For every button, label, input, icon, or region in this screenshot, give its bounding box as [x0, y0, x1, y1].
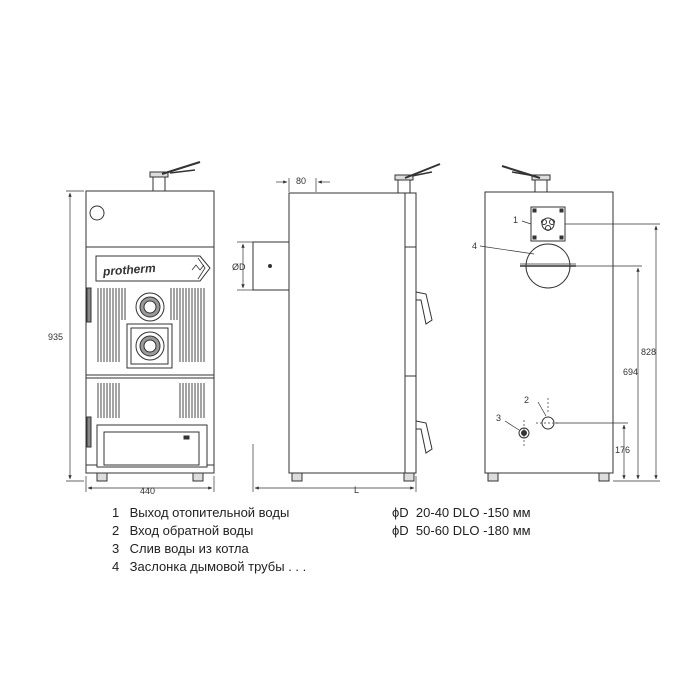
legend-item-text: Выход отопительной воды: [129, 505, 290, 520]
flue-size-symbol: ϕD: [392, 505, 409, 520]
flue-pipe: [252, 241, 290, 291]
legend-connections: 1 Выход отопительной воды 2 Вход обратно…: [112, 504, 306, 576]
front-view: [85, 161, 215, 482]
upper-door-handle: [86, 287, 92, 323]
legend-item-number: 4: [112, 559, 120, 574]
upper-right-vents: [170, 288, 205, 362]
legend-item: 3 Слив воды из котла: [112, 540, 306, 558]
legend-item: 2 Вход обратной воды: [112, 522, 306, 540]
lower-left-vents: [97, 383, 120, 418]
side-lower-handle: [415, 420, 433, 454]
callout-3: 3: [496, 413, 501, 423]
flue-size-text: 50-60 DLO -180 мм: [415, 523, 531, 538]
callout-2: 2: [524, 395, 529, 405]
depth-dimension-label: L: [354, 485, 359, 495]
legend-item: 4 Заслонка дымовой трубы . . .: [112, 558, 306, 576]
side-upper-handle: [415, 291, 433, 325]
return-height-label: 694: [623, 367, 638, 377]
flue-size-symbol: ϕD: [392, 523, 409, 538]
side-body: [288, 192, 417, 474]
flue-size-item: ϕD 50-60 DLO -180 мм: [392, 522, 531, 540]
rear-top-handle: [501, 165, 551, 194]
width-dimension-label: 440: [140, 486, 155, 496]
ash-pan-drawer: [96, 424, 208, 468]
lower-door-handle: [86, 416, 92, 448]
flue-offset-label: 80: [296, 176, 306, 186]
side-view: [252, 163, 441, 482]
legend-item-number: 2: [112, 523, 120, 538]
legend-item-number: 1: [112, 505, 120, 520]
front-top-circle: [89, 205, 105, 221]
side-dimensions: [237, 178, 417, 492]
rear-view: [484, 165, 614, 482]
rear-dimensions: [479, 220, 660, 482]
drain-height-label: 176: [615, 445, 630, 455]
upper-left-vents: [97, 288, 126, 362]
flue-size-item: ϕD 20-40 DLO -150 мм: [392, 504, 531, 522]
upper-regulator-knob: [135, 292, 165, 322]
lower-right-vents: [179, 383, 205, 418]
legend-flue-sizes: ϕD 20-40 DLO -150 мм ϕD 50-60 DLO -180 м…: [392, 504, 531, 540]
legend-item-text: Вход обратной воды: [129, 523, 254, 538]
flue-diameter-label: ØD: [232, 262, 246, 272]
legend-item-number: 3: [112, 541, 120, 556]
outlet-height-label: 828: [641, 347, 656, 357]
lower-regulator-plate: [126, 323, 173, 369]
side-top-handle: [394, 163, 441, 194]
protherm-logo-text: protherm: [102, 261, 157, 279]
front-top-handle: [149, 161, 201, 193]
protherm-logo: [95, 255, 211, 282]
flue-size-text: 20-40 DLO -150 мм: [415, 505, 531, 520]
legend-item-text: Слив воды из котла: [129, 541, 249, 556]
legend-item: 1 Выход отопительной воды: [112, 504, 306, 522]
callout-1: 1: [513, 215, 518, 225]
legend-item-text: Заслонка дымовой трубы . . .: [129, 559, 307, 574]
callout-4: 4: [472, 241, 477, 251]
front-dimensions: [66, 190, 215, 492]
rear-outlet-flange: [530, 206, 566, 242]
height-dimension-label: 935: [48, 332, 63, 342]
